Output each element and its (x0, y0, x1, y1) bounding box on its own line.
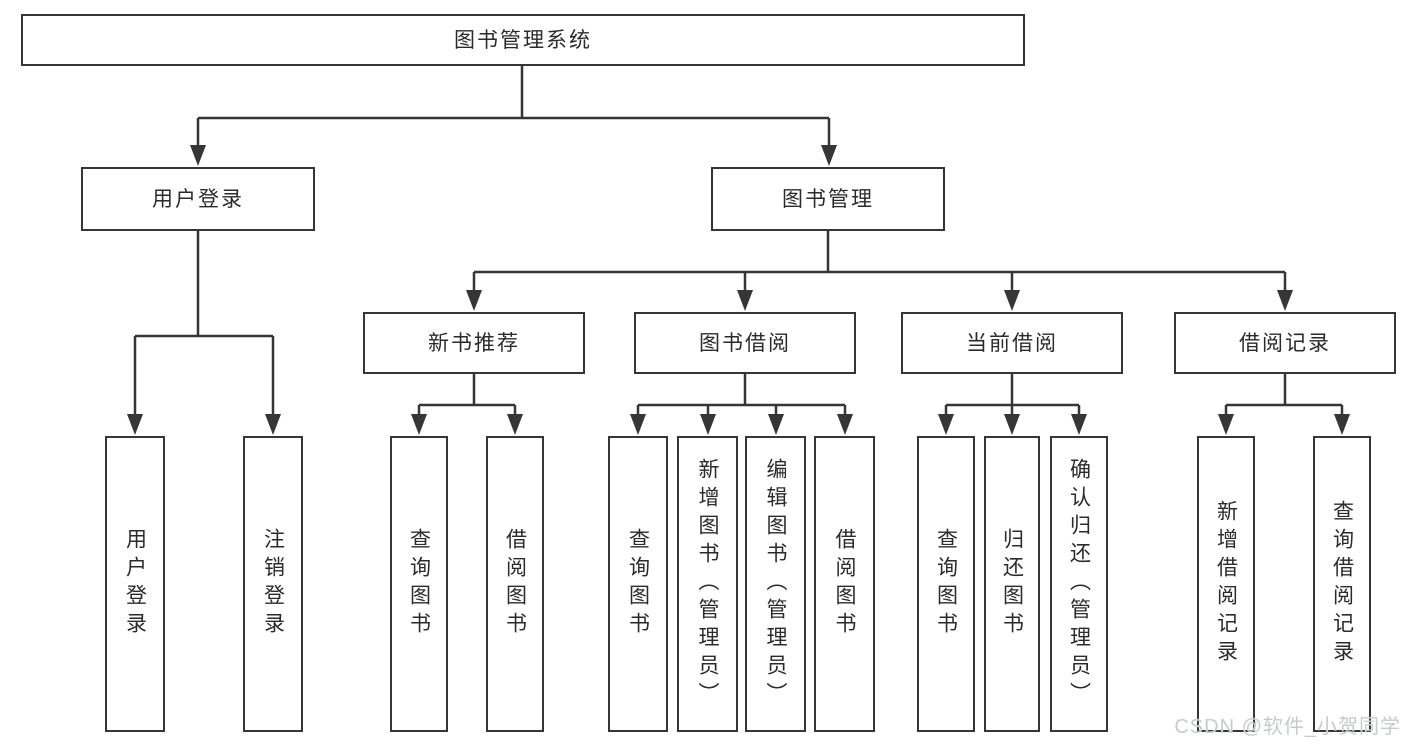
node-label: 当前借阅 (966, 331, 1058, 355)
edge-new-book-recommendation-to-leaves (411, 374, 523, 435)
node-logout: 注销登录 (243, 436, 303, 732)
node-borrow-books-recommendation: 借阅图书 (486, 436, 544, 732)
edge-book-management-to-level3 (466, 231, 1293, 311)
node-library-management-system: 图书管理系统 (21, 14, 1025, 66)
node-label: 新增借阅记录 (1214, 500, 1238, 668)
node-label: 查询借阅记录 (1330, 500, 1354, 668)
node-book-management: 图书管理 (711, 167, 945, 231)
node-confirm-return-admin: 确认归还（管理员） (1050, 436, 1108, 732)
node-query-books-recommendation: 查询图书 (390, 436, 448, 732)
node-label: 用户登录 (123, 528, 147, 640)
node-add-borrow-record: 新增借阅记录 (1197, 436, 1255, 732)
edge-current-borrowing-to-leaves (938, 374, 1087, 435)
node-return-books: 归还图书 (984, 436, 1040, 732)
node-book-borrowing: 图书借阅 (634, 312, 856, 374)
node-label: 注销登录 (261, 528, 285, 640)
node-query-books-current: 查询图书 (917, 436, 975, 732)
node-label: 编辑图书（管理员） (764, 458, 787, 710)
node-label: 查询图书 (626, 528, 650, 640)
node-label: 借阅图书 (833, 528, 856, 640)
node-user-login-leaf: 用户登录 (105, 436, 165, 732)
node-borrow-books-leaf: 借阅图书 (814, 436, 875, 732)
node-label: 借阅记录 (1239, 331, 1331, 355)
node-label: 图书管理 (782, 187, 874, 211)
node-add-books-admin: 新增图书（管理员） (677, 436, 738, 732)
node-label: 图书管理系统 (454, 28, 592, 52)
edge-root-to-level2 (190, 66, 837, 166)
edge-book-borrowing-to-leaves (630, 374, 853, 435)
node-label: 归还图书 (1000, 528, 1024, 640)
node-label: 新书推荐 (428, 331, 520, 355)
node-label: 图书借阅 (699, 331, 791, 355)
edge-user-login-to-leaves (127, 231, 281, 435)
node-edit-books-admin: 编辑图书（管理员） (745, 436, 806, 732)
node-borrowing-records: 借阅记录 (1174, 312, 1396, 374)
csdn-watermark: CSDN @软件_小贺同学 (1174, 716, 1401, 738)
node-label: 用户登录 (152, 187, 244, 211)
node-query-books-borrowing: 查询图书 (608, 436, 668, 732)
node-current-borrowing: 当前借阅 (901, 312, 1123, 374)
node-label: 确认归还（管理员） (1067, 458, 1091, 710)
node-label: 新增图书（管理员） (696, 458, 719, 710)
node-label: 借阅图书 (503, 528, 527, 640)
node-new-book-recommendation: 新书推荐 (363, 312, 585, 374)
node-label: 查询图书 (934, 528, 958, 640)
node-user-login: 用户登录 (81, 167, 315, 231)
node-query-borrow-record: 查询借阅记录 (1313, 436, 1371, 732)
node-label: 查询图书 (407, 528, 431, 640)
edge-borrowing-records-to-leaves (1218, 374, 1350, 435)
